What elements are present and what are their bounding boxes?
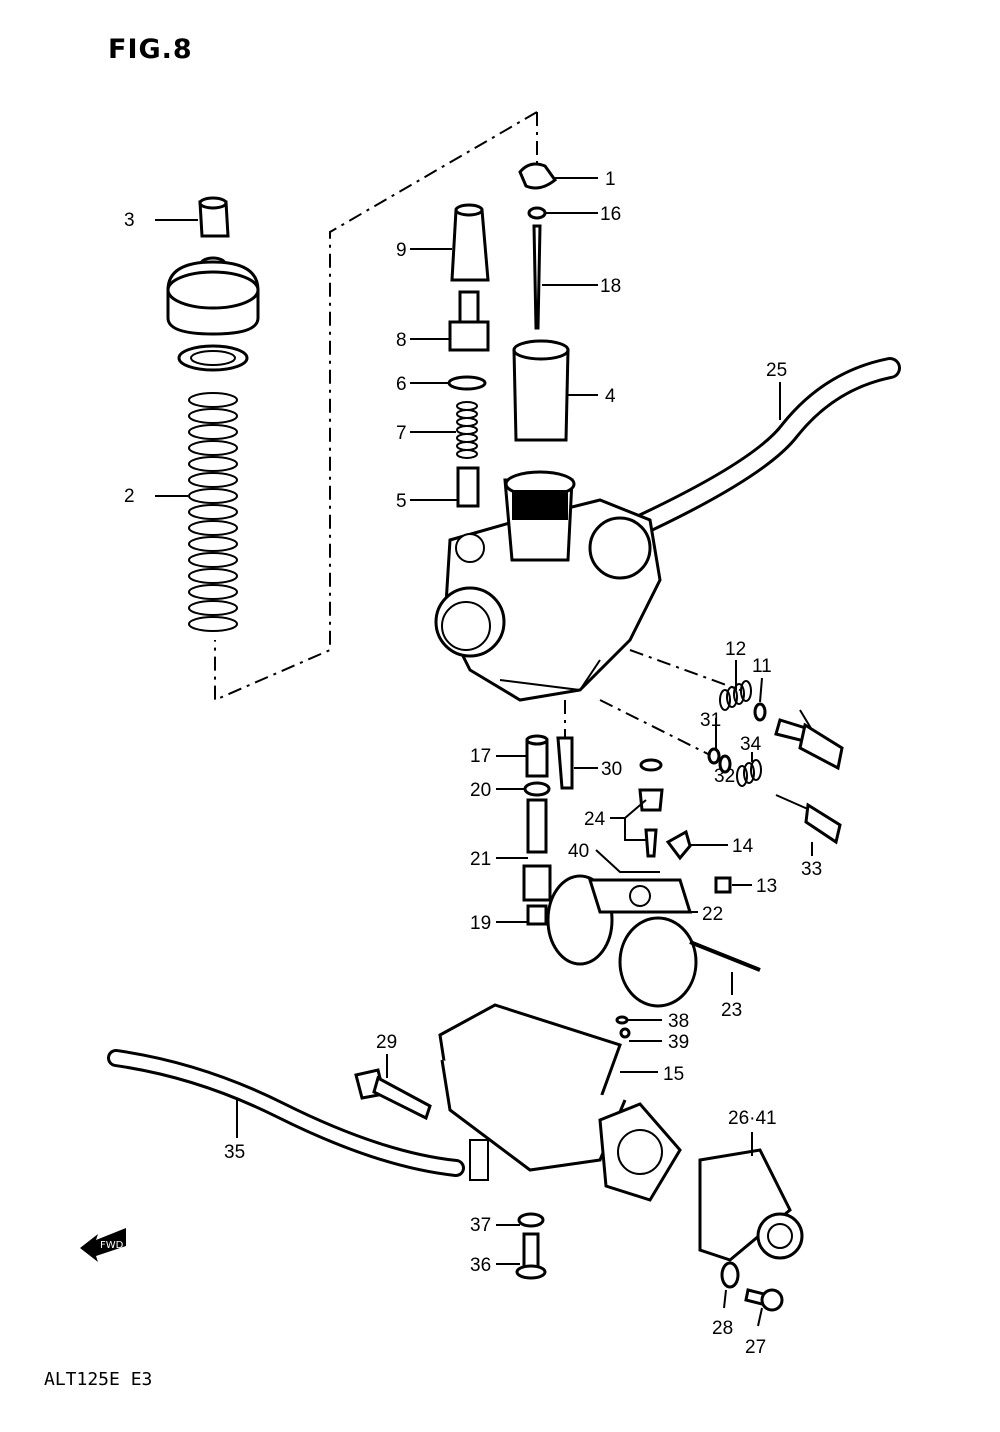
- callout-40: 40: [568, 841, 589, 862]
- part-float-pin: [689, 940, 761, 972]
- part-washer-28: [720, 1261, 740, 1289]
- callout-25: 25: [766, 360, 787, 381]
- part-washer-32: [718, 754, 732, 774]
- part-cap-nut: [198, 196, 230, 238]
- part-drain-screw: [354, 1068, 432, 1121]
- part-cable-adjuster: [448, 290, 490, 352]
- callout-27: 27: [745, 1337, 766, 1358]
- part-vent-hose-inner: [622, 360, 898, 538]
- callout-24: 24: [584, 809, 606, 830]
- callout-1: 1: [605, 169, 616, 190]
- part-throttle-stop-screw: [774, 709, 844, 771]
- callout-32: 32: [714, 766, 735, 787]
- callout-16: 16: [600, 204, 621, 225]
- part-o-ring-20: [523, 781, 551, 797]
- callout-2: 2: [124, 486, 135, 507]
- callout-3: 3: [124, 210, 135, 231]
- leader-lines: [155, 177, 813, 1327]
- part-main-jet-holder: [522, 798, 552, 902]
- callout-labels: 1 2 3 4 5 6 7 8 9 11 12 13 14 15 16 17 1…: [124, 169, 822, 1358]
- callout-30: 30: [601, 759, 622, 780]
- spring-coils: [188, 392, 238, 632]
- part-drain-hose-inner: [110, 1052, 462, 1174]
- part-o-ring-6: [447, 375, 487, 391]
- callout-36: 36: [470, 1255, 491, 1276]
- callout-22: 22: [702, 904, 723, 925]
- part-throttle-spring: [456, 401, 478, 459]
- part-washer-11: [753, 702, 767, 722]
- callout-29: 29: [376, 1032, 397, 1053]
- part-screw-27: [744, 1288, 784, 1312]
- callout-37: 37: [470, 1215, 491, 1236]
- callout-20: 20: [470, 780, 491, 801]
- model-code: ALT125E E3: [44, 1369, 153, 1390]
- part-jet-needle: [532, 224, 542, 330]
- callout-12: 12: [725, 639, 746, 660]
- callout-26-41: 26·41: [728, 1108, 777, 1129]
- callout-35: 35: [224, 1142, 245, 1163]
- part-spring-seat: [456, 466, 480, 508]
- part-pilot-spring: [719, 680, 752, 711]
- callout-15: 15: [663, 1064, 684, 1085]
- part-ring-39: [619, 1027, 631, 1039]
- part-throttle-valve: [512, 339, 570, 442]
- part-float-chamber: [438, 1003, 682, 1202]
- part-needle-clip: [518, 162, 558, 190]
- part-ring-38: [615, 1015, 629, 1025]
- callout-11: 11: [752, 656, 772, 677]
- callout-4: 4: [605, 386, 616, 407]
- part-pilot-air-screw: [775, 794, 842, 845]
- callout-13: 13: [756, 876, 777, 897]
- callout-6: 6: [396, 374, 407, 395]
- callout-21: 21: [470, 849, 491, 870]
- callout-9: 9: [396, 240, 407, 261]
- callout-18: 18: [600, 276, 621, 297]
- callout-14: 14: [732, 836, 754, 857]
- callout-31: 31: [700, 710, 721, 731]
- callout-33: 33: [801, 859, 822, 880]
- callout-38: 38: [668, 1011, 689, 1032]
- callout-39: 39: [668, 1032, 689, 1053]
- part-spring-34: [736, 759, 762, 787]
- part-rubber-cap: [450, 203, 490, 282]
- callout-34: 34: [740, 734, 762, 755]
- fwd-arrow-icon: FWD: [80, 1228, 126, 1262]
- part-needle-jet: [525, 734, 549, 778]
- figure-title: FIG.8: [108, 34, 193, 65]
- part-accelerator-pump-cover: [698, 1148, 804, 1262]
- part-top-cap-spring: [166, 256, 260, 632]
- part-float-valve-seat: [638, 788, 664, 858]
- part-bolt-36: [515, 1232, 547, 1280]
- part-pilot-jet: [556, 736, 574, 790]
- callout-7: 7: [396, 423, 407, 444]
- assembly-dashed-outline: [214, 111, 538, 702]
- part-float-clip: [665, 829, 692, 861]
- part-o-ring-31: [707, 747, 721, 765]
- part-float-assembly: [546, 874, 698, 1008]
- part-float-valve-washer: [639, 758, 663, 772]
- callout-8: 8: [396, 330, 407, 351]
- fwd-label: FWD: [100, 1240, 124, 1251]
- callout-17: 17: [470, 746, 491, 767]
- part-e-ring: [527, 206, 547, 220]
- callout-23: 23: [721, 1000, 742, 1021]
- part-main-jet: [526, 904, 548, 926]
- callout-28: 28: [712, 1318, 733, 1339]
- part-carburetor-body: [434, 470, 662, 702]
- part-screw-13: [714, 876, 732, 894]
- callout-19: 19: [470, 913, 491, 934]
- callout-5: 5: [396, 491, 407, 512]
- part-washer-37: [517, 1212, 545, 1228]
